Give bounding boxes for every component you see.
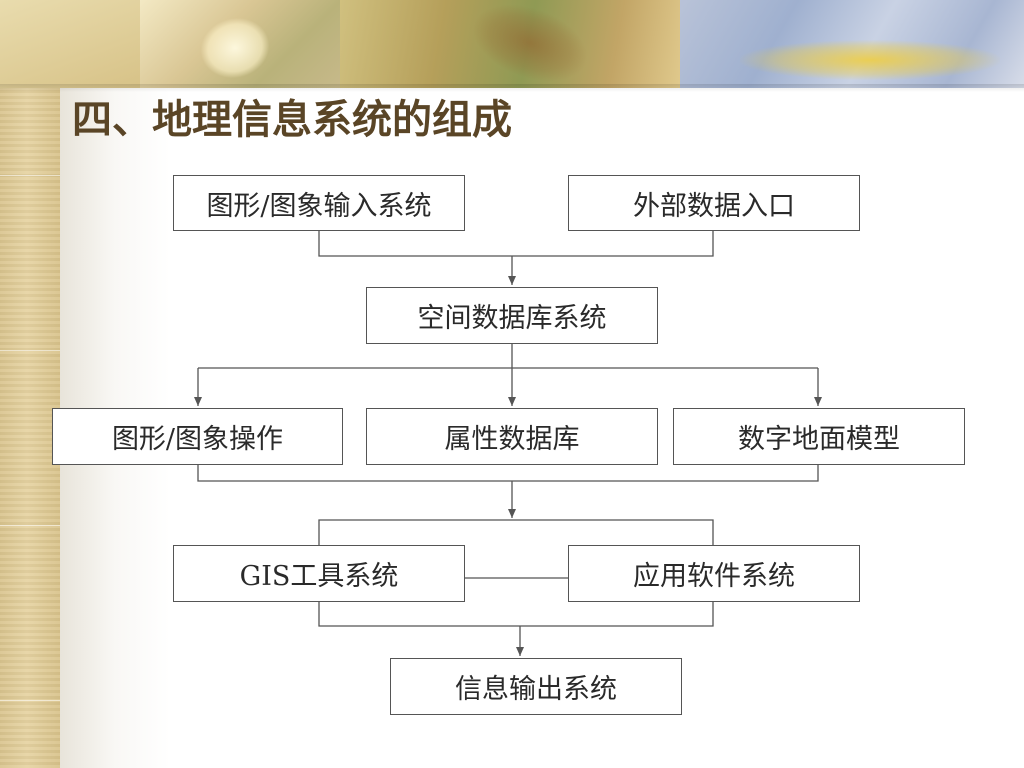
banner-shadow [0,84,1024,92]
parchment-seam [0,525,60,526]
parchment-strip [0,0,60,768]
connector-tools-bottom [318,602,714,627]
connector-input-merge [318,231,714,257]
node-external-data: 外部数据入口 [568,175,860,231]
node-dtm: 数字地面模型 [673,408,965,465]
decorative-banner [0,0,1024,88]
parchment-seam [0,175,60,176]
banner-panel [0,0,140,88]
node-input-system: 图形/图象输入系统 [173,175,465,231]
parchment-seam [0,700,60,701]
connector-tools-top [318,519,714,545]
parchment-seam [0,350,60,351]
node-output-system: 信息输出系统 [390,658,682,715]
node-attribute-db: 属性数据库 [366,408,658,465]
node-spatial-db: 空间数据库系统 [366,287,658,344]
node-app-software: 应用软件系统 [568,545,860,602]
parchment-fade [60,0,170,768]
node-graphics-ops: 图形/图象操作 [52,408,343,465]
node-gis-tools: GIS工具系统 [173,545,465,602]
connector-middle-merge [197,465,819,482]
slide-title: 四、地理信息系统的组成 [72,97,512,143]
grain-decoration [740,40,1000,80]
